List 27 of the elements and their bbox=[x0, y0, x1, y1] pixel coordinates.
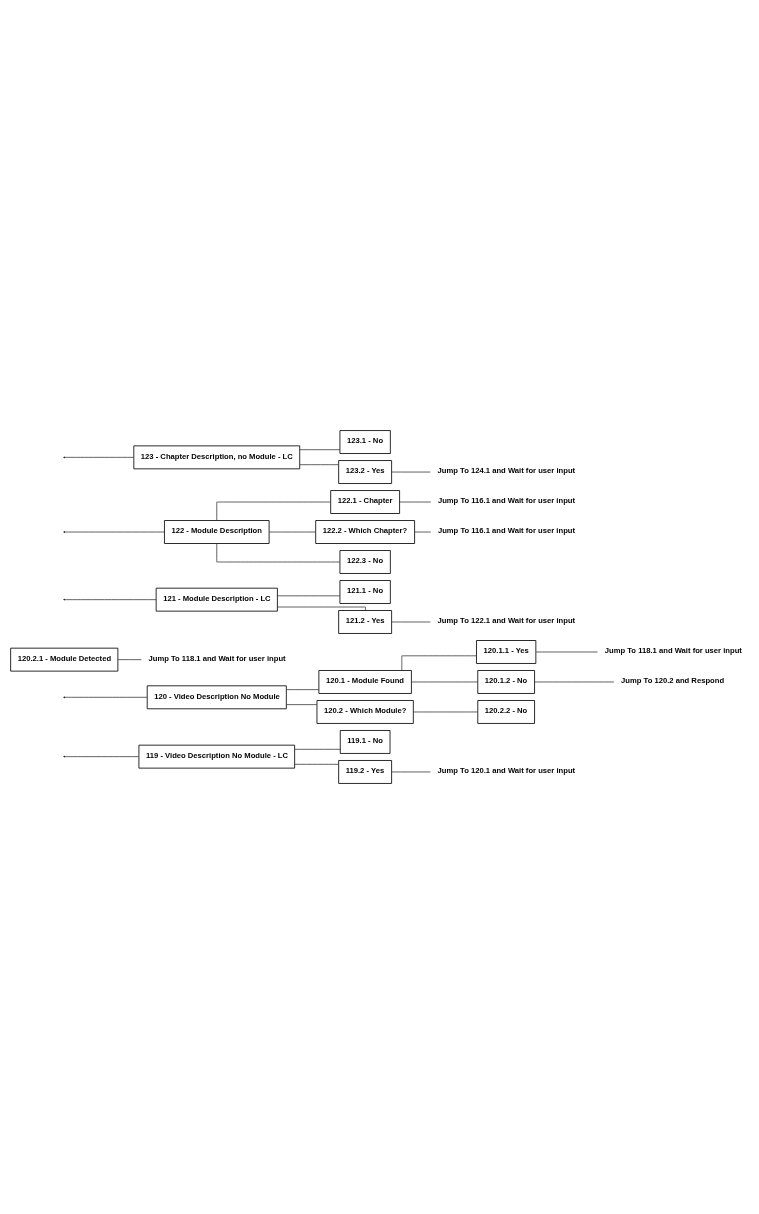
connector bbox=[391, 621, 431, 623]
connector bbox=[286, 704, 318, 706]
connector bbox=[64, 456, 134, 458]
connector bbox=[391, 771, 431, 773]
connector bbox=[117, 659, 142, 661]
connector bbox=[277, 595, 341, 597]
connector bbox=[64, 696, 148, 698]
connector bbox=[216, 543, 341, 563]
connector bbox=[411, 681, 479, 683]
connector bbox=[277, 606, 366, 611]
connector bbox=[64, 756, 140, 758]
connector bbox=[299, 449, 341, 451]
connector bbox=[399, 501, 432, 503]
connector bbox=[535, 651, 598, 653]
connector bbox=[414, 531, 432, 533]
connector bbox=[294, 748, 341, 750]
connector bbox=[401, 655, 477, 671]
connector bbox=[413, 711, 479, 713]
connector bbox=[216, 501, 331, 521]
connector bbox=[64, 531, 165, 533]
connector bbox=[268, 531, 317, 533]
connector bbox=[299, 464, 339, 466]
connector bbox=[534, 681, 615, 683]
connector bbox=[294, 763, 339, 765]
connector bbox=[286, 689, 320, 691]
connector bbox=[64, 599, 157, 601]
connector bbox=[391, 471, 431, 473]
